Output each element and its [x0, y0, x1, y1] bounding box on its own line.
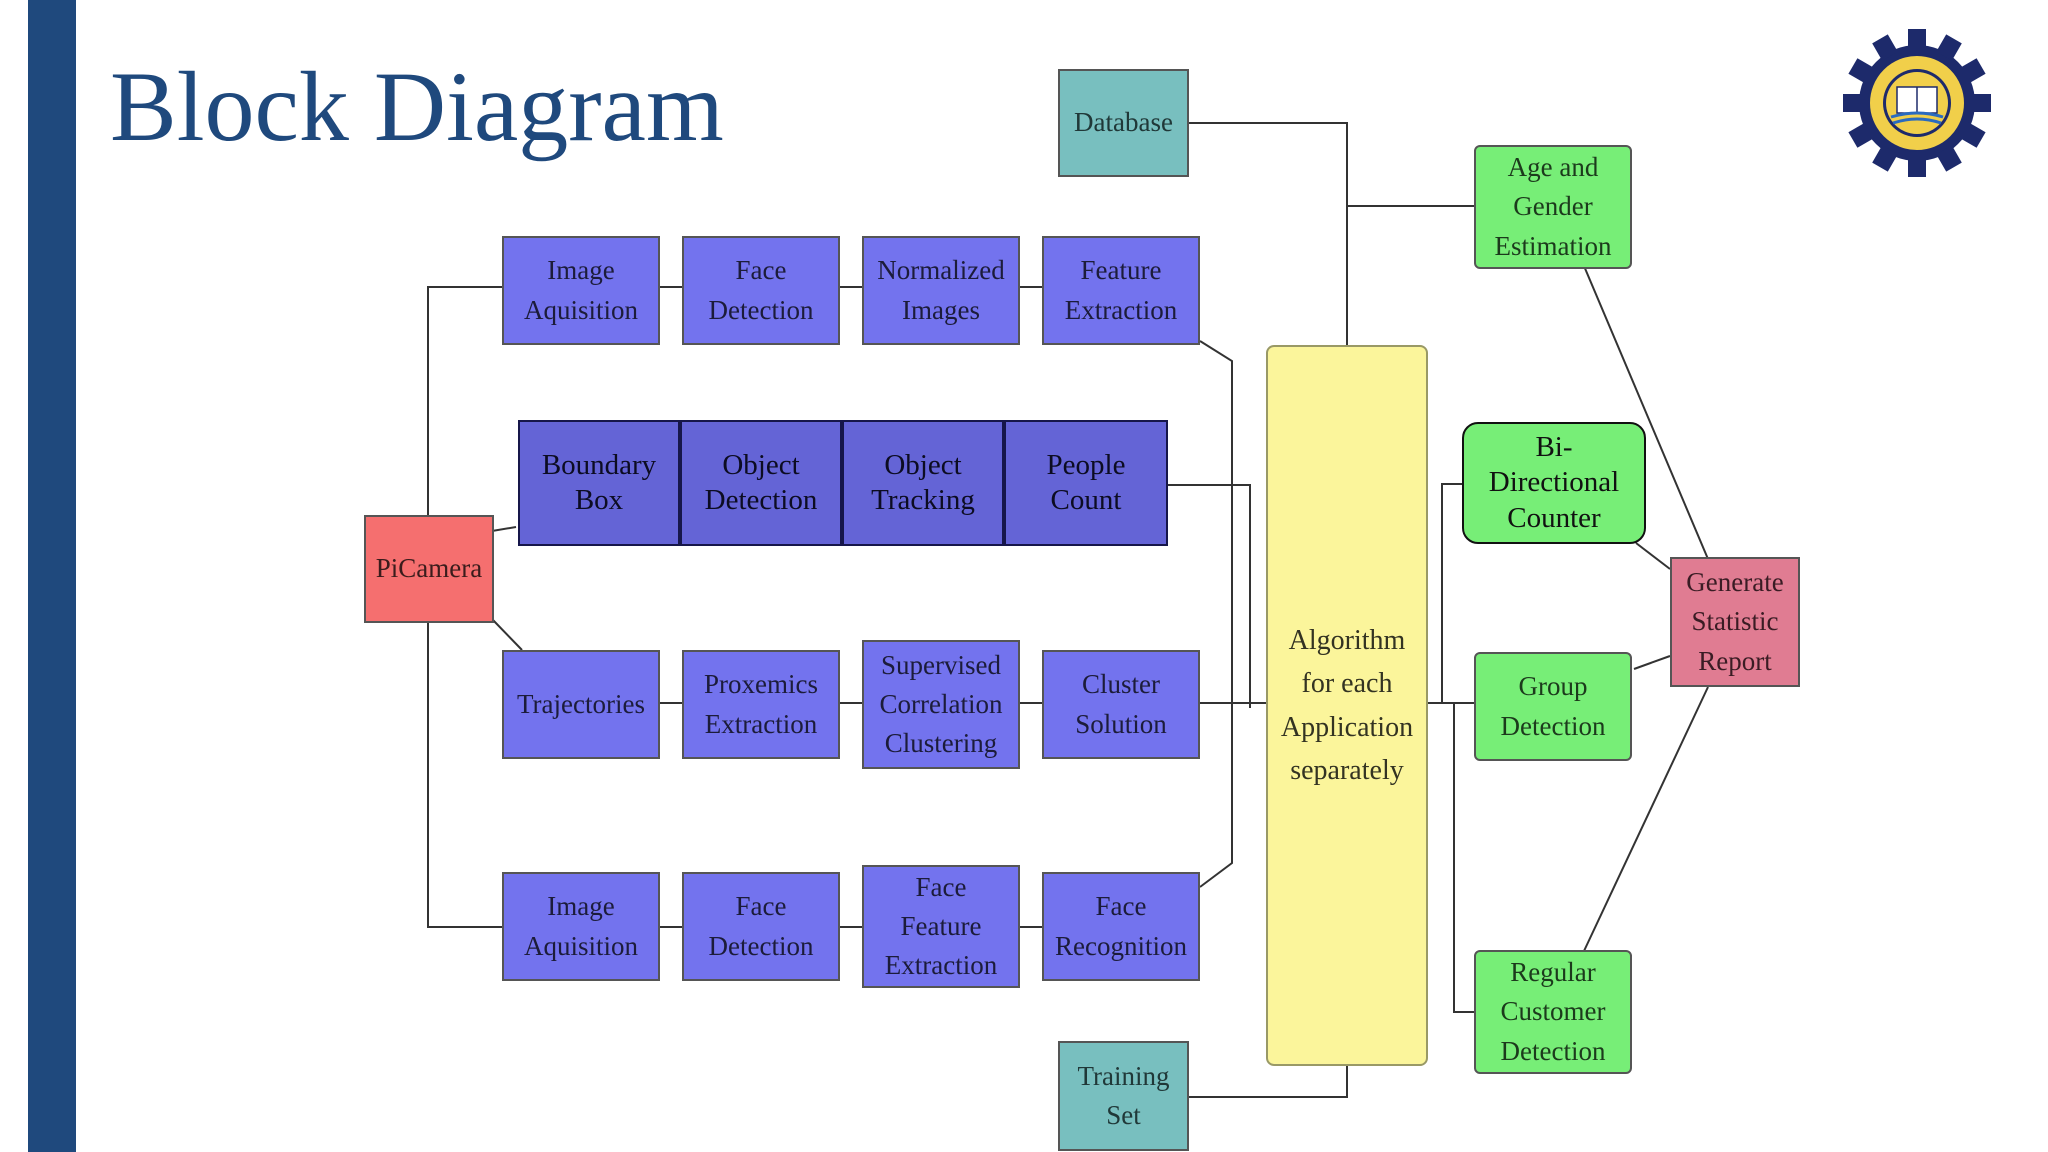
row2-object-detection-box: Object Detection [680, 420, 842, 546]
row2-boundary-box: Boundary Box [518, 420, 680, 546]
slide-accent-bar [28, 0, 76, 1152]
row4-face-recognition-box: Face Recognition [1042, 872, 1200, 981]
row3-cluster-solution-box: Cluster Solution [1042, 650, 1200, 759]
university-seal-icon [1843, 29, 1991, 177]
row3-trajectories-box: Trajectories [502, 650, 660, 759]
row1-image-aquisition-box: Image Aquisition [502, 236, 660, 345]
row1-normalized-images-box: Normalized Images [862, 236, 1020, 345]
bi-directional-counter-box: Bi- Directional Counter [1462, 422, 1646, 544]
training-set-box: Training Set [1058, 1041, 1189, 1151]
row4-face-feature-extraction-box: Face Feature Extraction [862, 865, 1020, 988]
algorithm-box: Algorithm for each Application separatel… [1266, 345, 1428, 1066]
database-box: Database [1058, 69, 1189, 177]
age-gender-estimation-box: Age and Gender Estimation [1474, 145, 1632, 269]
row1-feature-extraction-box: Feature Extraction [1042, 236, 1200, 345]
group-detection-box: Group Detection [1474, 652, 1632, 761]
row4-face-detection-box: Face Detection [682, 872, 840, 981]
row1-face-detection-box: Face Detection [682, 236, 840, 345]
university-logo [1842, 28, 1992, 178]
row4-image-aquisition-box: Image Aquisition [502, 872, 660, 981]
row3-proxemics-extraction-box: Proxemics Extraction [682, 650, 840, 759]
row2-people-count-box: People Count [1004, 420, 1168, 546]
generate-statistic-report-box: Generate Statistic Report [1670, 557, 1800, 687]
row2-object-tracking-box: Object Tracking [842, 420, 1004, 546]
slide-title: Block Diagram [110, 51, 724, 162]
picamera-box: PiCamera [364, 515, 494, 623]
row3-supervised-correlation-clustering-box: Supervised Correlation Clustering [862, 640, 1020, 769]
regular-customer-detection-box: Regular Customer Detection [1474, 950, 1632, 1074]
